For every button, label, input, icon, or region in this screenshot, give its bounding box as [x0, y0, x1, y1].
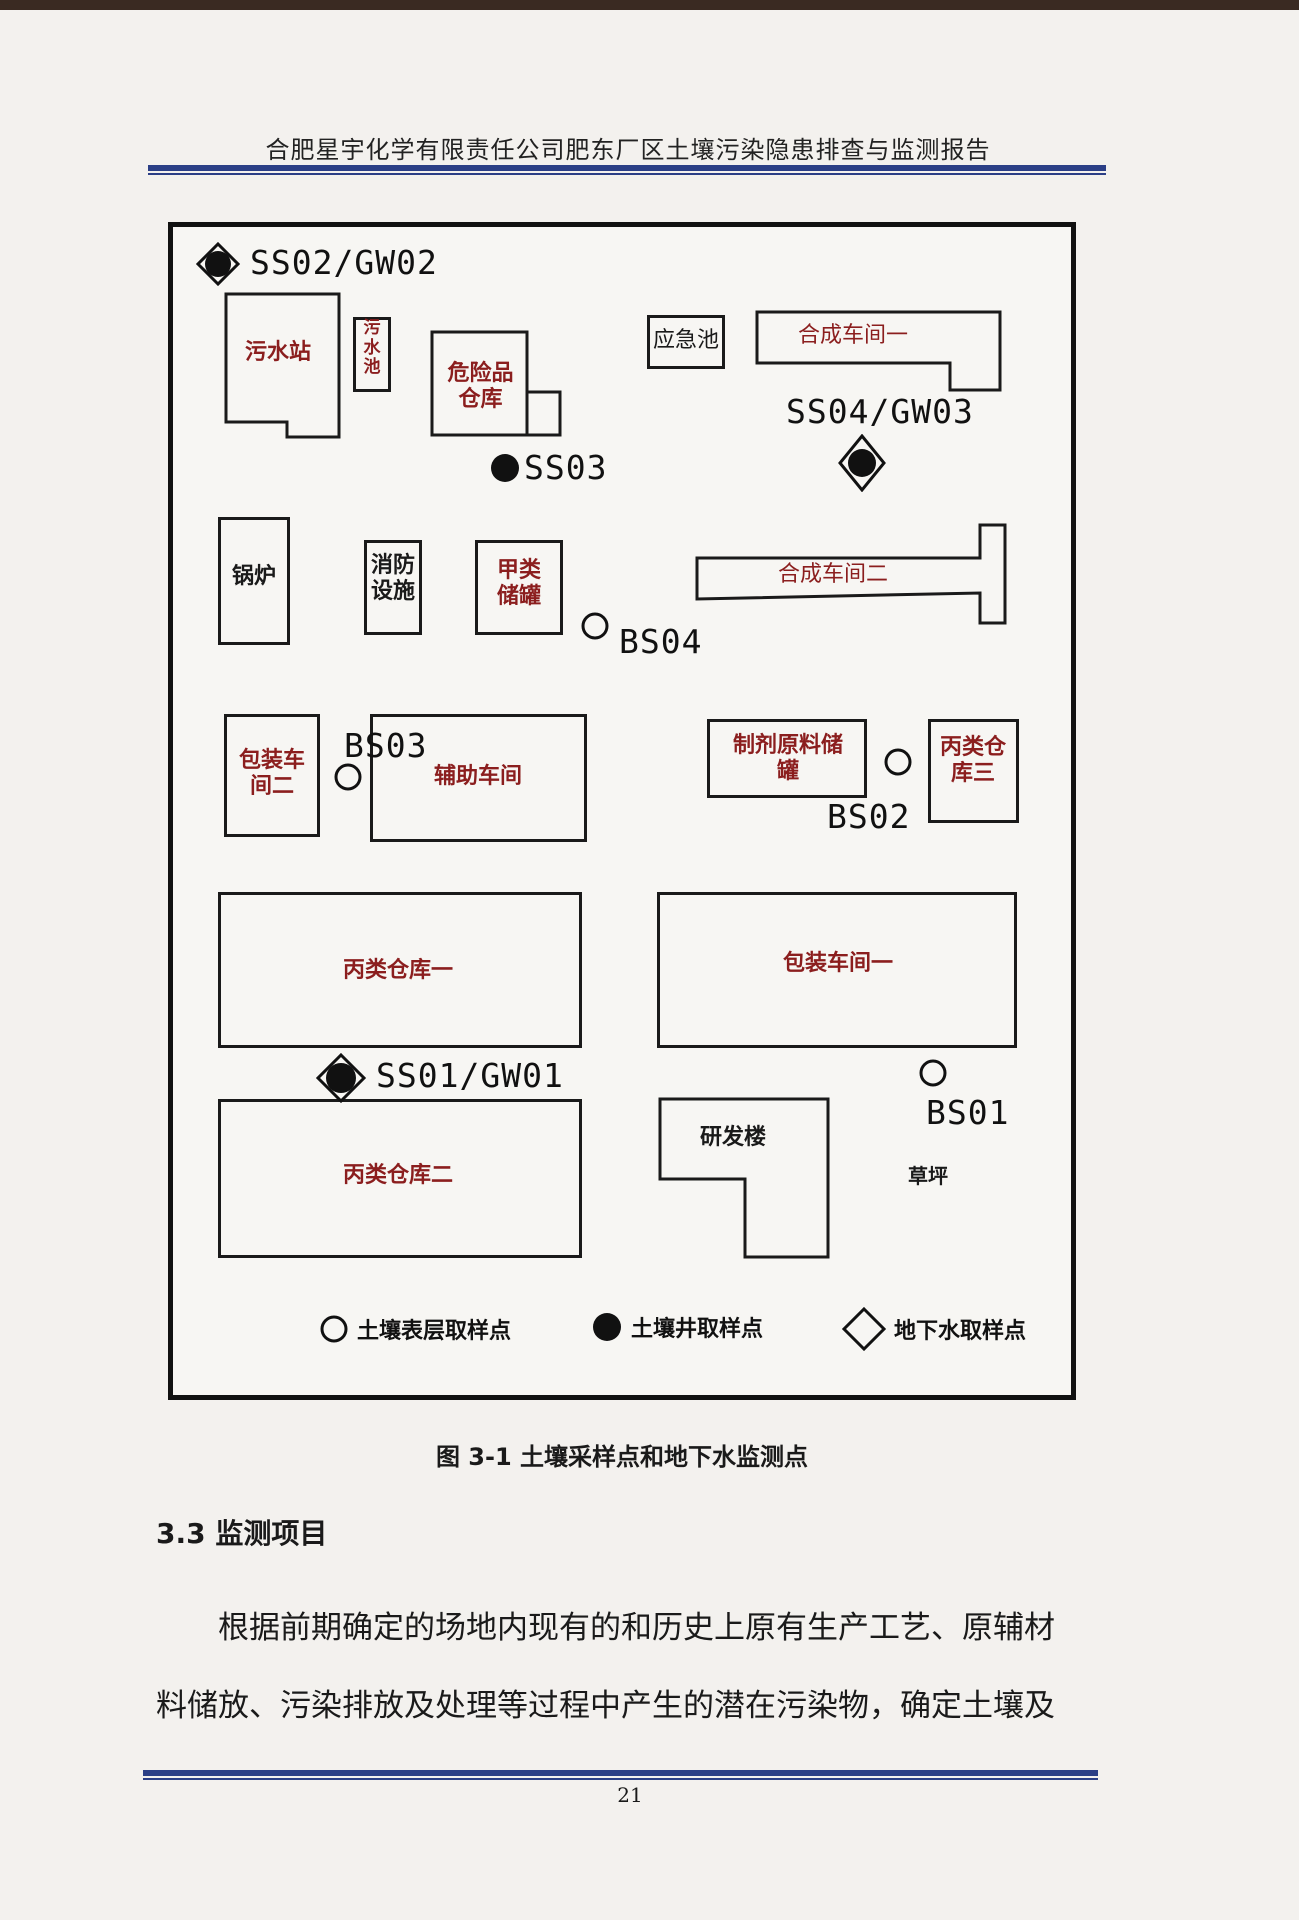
- legend-surface-soil: 土壤表层取样点: [319, 1313, 511, 1345]
- surface-soil-marker: [581, 612, 609, 640]
- synthesis-workshop-1-outline: [755, 310, 1002, 392]
- report-header-title: 合肥星宇化学有限责任公司肥东厂区土壤污染隐患排查与监测报告: [265, 136, 991, 164]
- legend-surface-soil-text: 土壤表层取样点: [357, 1319, 512, 1344]
- point-label-bs01: BS01: [926, 1093, 1010, 1132]
- sewage-station-outline: [224, 292, 341, 439]
- page-number: 21: [617, 1783, 643, 1807]
- point-label-ss03: SS03: [524, 448, 608, 487]
- footer-rule-thin: [143, 1778, 1098, 1780]
- formulation-tank-label: 制剂原料储罐: [733, 732, 844, 785]
- packaging-workshop-1-label: 包装车间一: [782, 950, 893, 976]
- class-c-warehouse-1-label: 丙类仓库一: [342, 957, 453, 983]
- point-label-ss04: SS04/GW03: [786, 392, 974, 431]
- fire-facility: [364, 540, 422, 635]
- synthesis-workshop-2-outline: [695, 523, 1007, 625]
- rd-building-outline: [658, 1097, 830, 1259]
- page-top-edge: [0, 0, 1299, 10]
- sewage-pool-label: 污水池: [363, 318, 381, 378]
- surface-soil-marker: [334, 763, 362, 791]
- hazardous-warehouse-outline: [430, 330, 562, 437]
- soil-well-groundwater-marker: [838, 434, 886, 492]
- class-c-warehouse-1: [218, 892, 582, 1048]
- class-c-warehouse-3-label: 丙类仓库三: [939, 734, 1006, 787]
- footer-rule: [143, 1770, 1098, 1776]
- class-a-tank: [475, 540, 563, 635]
- header-rule: [148, 165, 1106, 171]
- class-c-warehouse-2-label: 丙类仓库二: [342, 1162, 453, 1188]
- lawn-label: 草坪: [908, 1164, 948, 1188]
- soil-well-marker: [491, 454, 519, 482]
- packaging-workshop-2: [224, 714, 320, 837]
- point-label-bs03: BS03: [344, 726, 428, 765]
- formulation-tank: [707, 719, 867, 798]
- auxiliary-workshop-label: 辅助车间: [433, 763, 522, 789]
- emergency-pool: [647, 315, 725, 369]
- header-rule-thin: [148, 173, 1106, 175]
- open-circle-icon: [320, 1315, 348, 1343]
- auxiliary-workshop: [370, 714, 587, 842]
- point-label-ss01: SS01/GW01: [376, 1056, 564, 1095]
- legend-soil-well-text: 土壤井取样点: [631, 1317, 764, 1342]
- emergency-pool-label: 应急池: [652, 328, 719, 353]
- class-a-tank-label: 甲类储罐: [496, 557, 541, 610]
- point-label-ss02: SS02/GW02: [250, 243, 438, 282]
- fire-facility-label: 消防设施: [370, 552, 415, 605]
- legend-groundwater: 地下水取样点: [842, 1307, 1026, 1351]
- boiler-label: 锅炉: [231, 563, 276, 589]
- point-label-bs04: BS04: [619, 622, 703, 661]
- site-map-figure: 污水站 污水池 危险品仓库 应急池 合成车间一 锅炉 消防设施 甲类储罐 合成车…: [168, 222, 1076, 1400]
- rd-building-label: 研发楼: [699, 1124, 766, 1150]
- section-heading: 3.3 监测项目: [156, 1517, 328, 1550]
- legend-soil-well: 土壤井取样点: [591, 1311, 763, 1343]
- soil-well-groundwater-marker: [196, 242, 240, 286]
- paragraph-line-1: 根据前期确定的场地内现有的和历史上原有生产工艺、原辅材: [218, 1610, 1055, 1646]
- paragraph-line-2: 料储放、污染排放及处理等过程中产生的潜在污染物，确定土壤及: [156, 1688, 1055, 1724]
- point-label-bs02: BS02: [827, 797, 911, 836]
- boiler: [218, 517, 290, 645]
- surface-soil-marker: [884, 748, 912, 776]
- sewage-station-label: 污水站: [244, 339, 311, 365]
- diamond-icon: [842, 1307, 886, 1351]
- packaging-workshop-1: [657, 892, 1017, 1048]
- soil-well-groundwater-marker: [316, 1053, 366, 1103]
- packaging-workshop-2-label: 包装车间二: [238, 747, 305, 800]
- class-c-warehouse-2: [218, 1099, 582, 1258]
- surface-soil-marker: [919, 1059, 947, 1087]
- synthesis-workshop-1-label: 合成车间一: [797, 323, 908, 348]
- class-c-warehouse-3: [928, 719, 1019, 823]
- hazardous-warehouse-label: 危险品仓库: [447, 360, 514, 413]
- synthesis-workshop-2-label: 合成车间二: [777, 562, 888, 587]
- figure-caption: 图 3-1 土壤采样点和地下水监测点: [435, 1443, 809, 1471]
- sewage-pool: [353, 317, 391, 392]
- filled-circle-icon: [593, 1313, 621, 1341]
- legend-groundwater-text: 地下水取样点: [894, 1319, 1027, 1344]
